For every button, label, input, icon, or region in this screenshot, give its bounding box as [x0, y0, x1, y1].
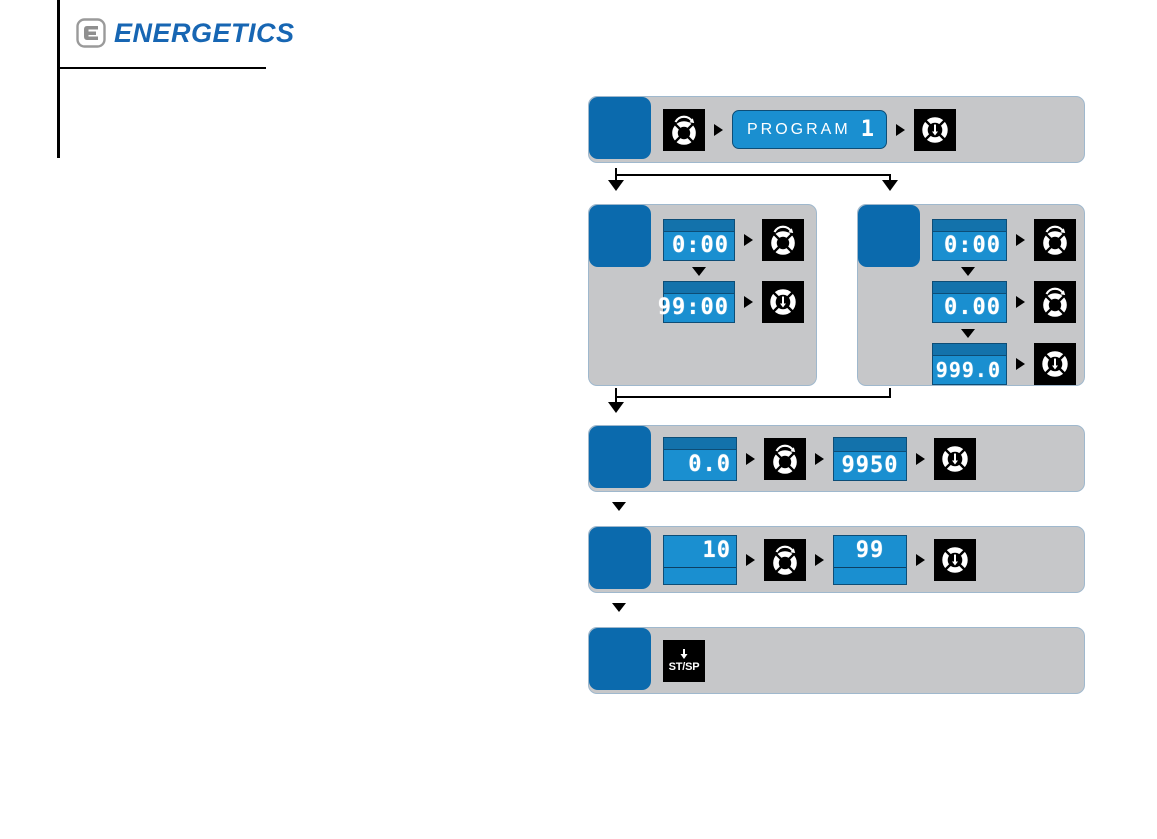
rotate-knob-icon[interactable] — [1034, 219, 1076, 261]
header-horizontal-rule — [57, 67, 266, 69]
lcd-value: 10 — [702, 538, 731, 563]
step-block-time — [589, 205, 651, 267]
rotate-knob-icon[interactable] — [764, 538, 806, 581]
arrow-right-icon — [896, 123, 905, 136]
arrow-right-icon — [1016, 296, 1025, 308]
lcd-value: 99 — [855, 538, 885, 563]
lcd-value: 9950 — [841, 452, 899, 478]
arrow-down-icon — [961, 266, 975, 276]
lcd-display: 9950 — [833, 436, 907, 481]
speed-step-1: 0:00 — [932, 219, 1076, 261]
arrow-right-icon — [744, 234, 753, 246]
lcd-value: 0:00 — [944, 233, 1001, 258]
connector-down-2 — [610, 597, 640, 623]
step-block-speed — [858, 205, 920, 267]
lcd-display: 999.0 — [932, 343, 1007, 385]
arrow-right-icon — [815, 553, 824, 566]
lcd-display: 10 — [663, 534, 737, 585]
press-knob-icon[interactable] — [914, 108, 956, 151]
arrow-down-icon — [680, 649, 688, 659]
energetics-e-mark-icon — [76, 18, 106, 48]
rotate-knob-icon[interactable] — [663, 108, 705, 151]
lcd-value: 999.0 — [935, 358, 1001, 382]
lcd-display: 0:00 — [932, 219, 1007, 261]
brand-name: ENERGETICS — [114, 17, 295, 48]
arrow-right-icon — [1016, 358, 1025, 370]
connector-branch-1 — [608, 168, 910, 200]
arrow-right-icon — [916, 553, 925, 566]
header-vertical-rule — [57, 0, 60, 158]
lcd-value: 99:00 — [657, 295, 729, 320]
arrow-right-icon — [916, 452, 925, 465]
lcd-display: 0.0 — [663, 436, 737, 481]
rotate-knob-icon[interactable] — [764, 437, 806, 480]
speed-step-3: 999.0 — [932, 343, 1076, 385]
step-block-program — [589, 97, 651, 159]
press-knob-icon[interactable] — [934, 437, 976, 480]
arrow-right-icon — [746, 452, 755, 465]
lcd-value: 0:00 — [672, 233, 729, 258]
step-block-count — [589, 527, 651, 589]
start-stop-label: ST/SP — [668, 661, 700, 673]
rotate-knob-icon[interactable] — [762, 219, 804, 261]
press-knob-icon[interactable] — [1034, 343, 1076, 385]
connector-down-1 — [610, 496, 640, 522]
flow-row-count: 10 — [588, 526, 1085, 593]
step-block-start — [589, 628, 651, 690]
arrow-down-icon — [961, 328, 975, 338]
program-display: PROGRAM 1 — [732, 110, 887, 149]
program-value: 1 — [860, 116, 874, 142]
flow-row-program: PROGRAM 1 — [588, 96, 1085, 163]
rotate-knob-icon[interactable] — [1034, 281, 1076, 323]
arrow-right-icon — [1016, 234, 1025, 246]
lcd-display: 99 — [833, 534, 907, 585]
time-step-max: 99:00 — [658, 281, 804, 323]
step-block-accel — [589, 426, 651, 488]
lcd-value: 0.00 — [944, 295, 1001, 320]
press-knob-icon[interactable] — [762, 281, 804, 323]
flow-row-start: ST/SP — [588, 627, 1085, 694]
arrow-right-icon — [714, 123, 723, 136]
lcd-display: 99:00 — [658, 281, 735, 323]
lcd-display: 0.00 — [932, 281, 1007, 323]
arrow-right-icon — [746, 553, 755, 566]
start-stop-button-icon[interactable]: ST/SP — [663, 639, 705, 682]
press-knob-icon[interactable] — [934, 538, 976, 581]
lcd-value: 0.0 — [688, 451, 731, 477]
arrow-right-icon — [815, 452, 824, 465]
flow-row-accel: 0.0 — [588, 425, 1085, 492]
program-flow-diagram: PROGRAM 1 — [588, 96, 1085, 706]
time-step-min: 0:00 — [663, 219, 804, 261]
flow-row-time: 0:00 — [588, 204, 817, 386]
flow-row-speed: 0:00 — [857, 204, 1085, 386]
arrow-down-icon — [692, 266, 706, 276]
connector-merge-1 — [608, 388, 910, 422]
speed-step-2: 0.00 — [932, 281, 1076, 323]
arrow-right-icon — [744, 296, 753, 308]
lcd-display: 0:00 — [663, 219, 735, 261]
brand-logo: ENERGETICS — [76, 18, 295, 48]
program-label: PROGRAM — [747, 120, 851, 138]
